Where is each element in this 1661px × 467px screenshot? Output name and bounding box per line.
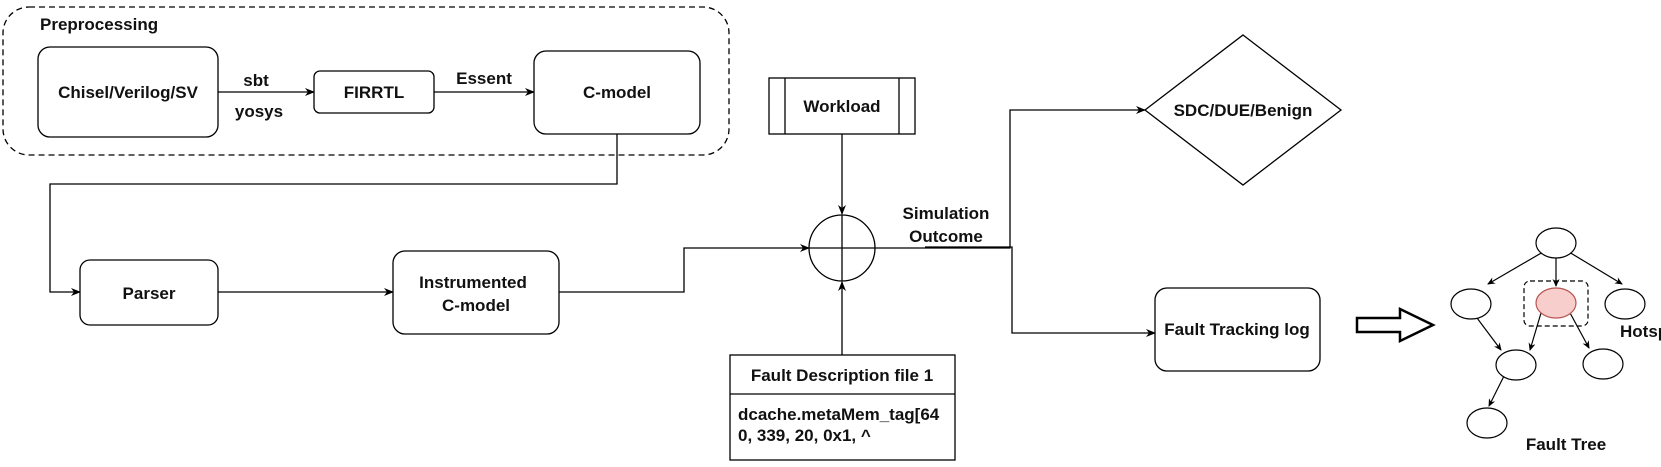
tree-edge (1487, 251, 1544, 285)
fault-description-line1: dcache.metaMem_tag[64 (738, 405, 940, 424)
instrumented-line1: Instrumented (419, 273, 527, 292)
source-language-label: Chisel/Verilog/SV (58, 83, 198, 102)
outcome-diamond-label: SDC/DUE/Benign (1174, 101, 1313, 120)
workload-label: Workload (803, 97, 880, 116)
tree-node (1582, 348, 1624, 380)
fault-tracking-label: Fault Tracking log (1164, 320, 1309, 339)
outcome-diamond (1143, 34, 1343, 186)
fault-description-header: Fault Description file 1 (751, 366, 933, 385)
sbt-label: sbt (243, 71, 269, 90)
hotspot-label: Hotspot (1620, 322, 1661, 341)
cmodel-label: C-model (583, 83, 651, 102)
parser-label: Parser (123, 284, 176, 303)
tree-edge (1568, 251, 1623, 285)
tree-edge (1568, 310, 1590, 349)
simulation-outcome-line2: Outcome (909, 227, 983, 246)
fault-tracking-box (1154, 287, 1321, 372)
sim-to-tracking-arrow (925, 246, 1156, 337)
tree-edge (1488, 373, 1506, 407)
block-arrow (1355, 307, 1436, 343)
fault-description-box (729, 354, 956, 461)
fault-tree (1450, 227, 1646, 439)
instrumented-line2: C-model (442, 296, 510, 315)
tree-node (1450, 288, 1492, 320)
tree-node-hotspot (1535, 287, 1577, 319)
preprocessing-group (2, 6, 730, 156)
cmodel-to-parser-arrow (49, 134, 618, 296)
tree-node-root (1535, 227, 1577, 259)
workload-box (768, 77, 916, 135)
yosys-label: yosys (235, 102, 283, 121)
simulation-outcome-line1: Simulation (903, 204, 990, 223)
fault-description-line2: 0, 339, 20, 0x1, ^ (738, 426, 871, 445)
firrtl-label: FIRRTL (344, 83, 404, 102)
fault-tree-label: Fault Tree (1526, 435, 1606, 454)
instrumented-cmodel-box (392, 250, 560, 335)
tree-edge (1476, 317, 1502, 351)
instrumented-to-sim-arrow (559, 244, 810, 293)
tree-node (1495, 349, 1537, 381)
sim-to-outcome-arrow (875, 106, 1146, 249)
preprocessing-title: Preprocessing (40, 15, 158, 34)
tree-node (1466, 407, 1508, 439)
tree-node (1604, 288, 1646, 320)
tree-edge (1528, 312, 1542, 351)
essent-label: Essent (456, 69, 512, 88)
